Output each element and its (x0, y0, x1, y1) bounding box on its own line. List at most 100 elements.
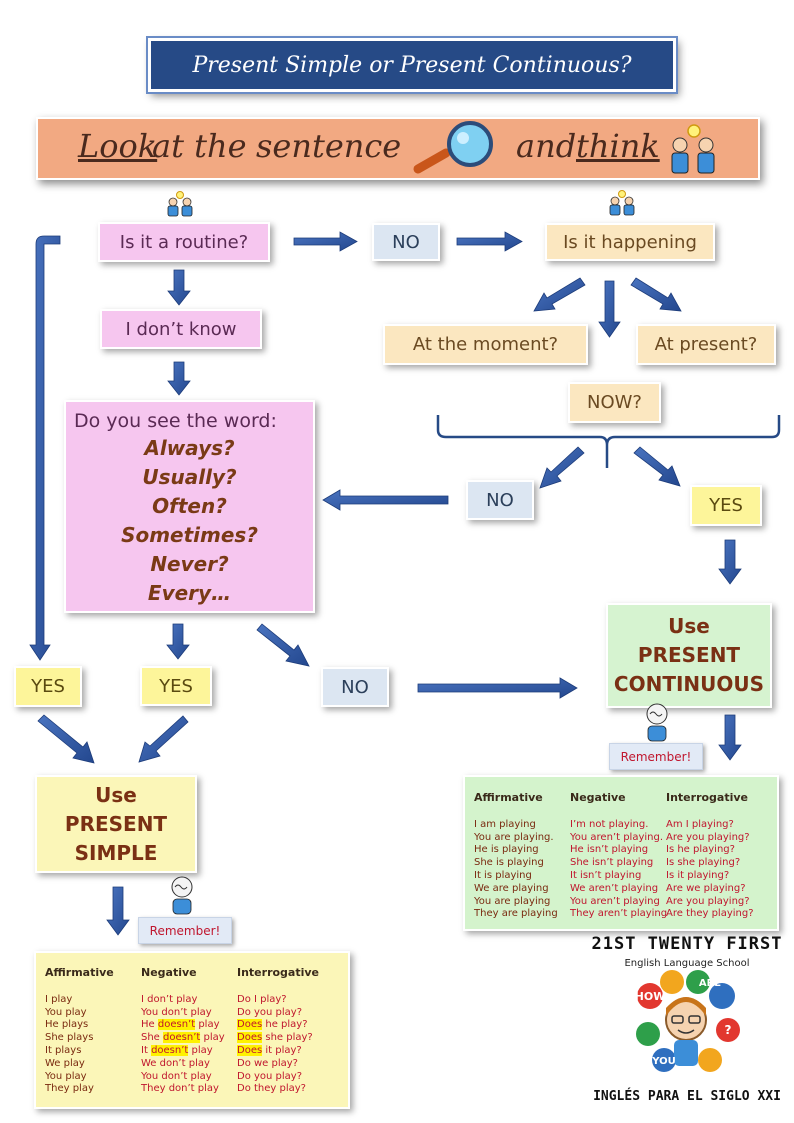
yes-label-center: YES (140, 666, 212, 706)
no-label-mid: NO (466, 480, 534, 520)
simple-affirmative-header: Affirmative (45, 966, 114, 979)
logo-title: 21ST TWENTY FIRST (591, 934, 783, 954)
simple-negative-col: Negative I don’t play You don’t play He … (141, 966, 225, 1096)
arrow-dontknow-down (167, 361, 191, 396)
continuous-affirmative-col: Affirmative I am playing You are playing… (474, 791, 558, 921)
simple-neg-row: You don’t play (141, 1070, 212, 1082)
remember-label-simple: Remember! (138, 917, 232, 944)
happening-question: Is it happening (545, 223, 715, 261)
continuous-affirmative-header: Affirmative (474, 791, 543, 804)
continuous-neg-row: She isn’t playing (570, 857, 654, 869)
simple-neg-pronoun: She (141, 1032, 160, 1044)
school-logo: 21ST TWENTY FIRST English Language Schoo… (590, 934, 784, 1109)
simple-neg-pronoun: It (141, 1044, 148, 1056)
continuous-int-row: Are they playing? (666, 908, 754, 920)
arrow-brace-left (539, 446, 585, 489)
arrow-happening-down (598, 280, 621, 338)
arrow-no-happening (456, 231, 523, 252)
thinking-people-icon (671, 124, 715, 174)
simple-neg-row: She doesn’t play (141, 1032, 225, 1045)
arrow-yes-continuous (718, 539, 742, 585)
thinking-person-icon (171, 876, 193, 915)
continuous-conjugation-table: Affirmative I am playing You are playing… (463, 775, 779, 931)
logo-subtitle: English Language School (624, 958, 750, 969)
arrow-no-continuous (417, 677, 578, 699)
continuous-aff-row: It is playing (474, 869, 532, 881)
remember-label-continuous: Remember! (609, 743, 703, 770)
continuous-aff-row: They are playing (474, 908, 558, 920)
word-never: Never? (150, 552, 229, 576)
arrow-brace-right (633, 446, 681, 487)
use-present-simple: Use PRESENT SIMPLE (35, 775, 197, 873)
simple-aff-row: You play (45, 1070, 87, 1082)
banner-sentence: sentence (256, 127, 402, 165)
simple-neg-row: We don’t play (141, 1057, 210, 1069)
simple-line3: SIMPLE (74, 840, 158, 865)
simple-neg-row: They don’t play (141, 1083, 219, 1095)
simple-neg-pronoun: He (141, 1019, 155, 1031)
simple-neg-row: I don’t play (141, 993, 198, 1005)
continuous-neg-row: He isn’t playing (570, 844, 649, 856)
continuous-interrogative-col: Interrogative Am I playing? Are you play… (666, 791, 754, 921)
now-box: NOW? (568, 382, 661, 423)
magnifier-icon (413, 121, 493, 174)
continuous-negative-col: Negative I’m not playing. You aren’t pla… (570, 791, 667, 921)
arrow-happening-left (533, 277, 586, 312)
simple-int-row: Does it play? (237, 1044, 319, 1058)
simple-aff-row: He plays (45, 1019, 89, 1031)
simple-int-row: Do you play? (237, 1070, 303, 1082)
simple-int-aux: Does (237, 1019, 263, 1031)
simple-int-aux: Does (237, 1032, 263, 1044)
simple-interrogative-header: Interrogative (237, 966, 320, 979)
continuous-neg-row: We aren’t playing (570, 882, 659, 894)
use-present-continuous: Use PRESENT CONTINUOUS (606, 603, 772, 708)
simple-line1: Use (95, 782, 137, 807)
at-the-moment-box: At the moment? (383, 324, 588, 365)
simple-interrogative-col: Interrogative Do I play? Do you play? Do… (237, 966, 320, 1096)
simple-neg-aux: doesn’t (151, 1044, 189, 1056)
simple-aff-row: We play (45, 1057, 85, 1069)
simple-int-row: Does he play? (237, 1019, 319, 1032)
word-usually: Usually? (142, 465, 237, 489)
thinking-person-icon (646, 703, 668, 742)
continuous-interrogative-header: Interrogative (666, 791, 749, 804)
arrow-no-wordbox (322, 489, 449, 511)
arrow-continuous-down (718, 714, 742, 761)
simple-affirmative-col: Affirmative I play You play He plays She… (45, 966, 114, 1096)
arrow-yescenter-simple (138, 715, 189, 763)
arrow-routine-loop (29, 235, 61, 661)
simple-neg-aux: doesn’t (163, 1032, 201, 1044)
routine-question: Is it a routine? (98, 222, 270, 262)
look-and-think-banner: Look at the sentence and think (36, 117, 760, 180)
continuous-neg-row: You aren’t playing. (570, 831, 664, 843)
yes-label-right: YES (690, 485, 762, 526)
page-title: Present Simple or Present Continuous? (146, 36, 678, 94)
simple-aff-row: They play (45, 1083, 94, 1095)
word-always: Always? (144, 436, 235, 460)
continuous-aff-row: We are playing (474, 882, 549, 894)
simple-neg-row: He doesn’t play (141, 1019, 225, 1032)
arrow-happening-right (630, 277, 682, 312)
badge-how: HOW (635, 990, 666, 1003)
simple-negative-header: Negative (141, 966, 197, 979)
simple-neg-row: You don’t play (141, 1006, 212, 1018)
word-sometimes: Sometimes? (121, 523, 258, 547)
continuous-int-row: Are you playing? (666, 895, 750, 907)
thinking-people-icon (609, 190, 635, 216)
word-check-title: Do you see the word: (74, 410, 277, 432)
simple-neg-row: It doesn’t play (141, 1044, 225, 1058)
badge-are: ARE (699, 978, 721, 989)
arrow-wordbox-down (166, 623, 190, 660)
simple-int-row: Do they play? (237, 1083, 306, 1095)
simple-aff-row: It plays (45, 1044, 82, 1056)
thinking-people-icon (167, 191, 193, 217)
at-present-box: At present? (636, 324, 776, 365)
no-label-bottom: NO (321, 667, 389, 707)
simple-line2: PRESENT (64, 811, 168, 836)
yes-label-left: YES (14, 666, 82, 707)
simple-int-rest: he play? (265, 1019, 308, 1031)
word-check-box: Do you see the word: Always? Usually? Of… (64, 400, 315, 613)
simple-int-row: Do I play? (237, 993, 287, 1005)
arrow-routine-down (167, 269, 191, 306)
